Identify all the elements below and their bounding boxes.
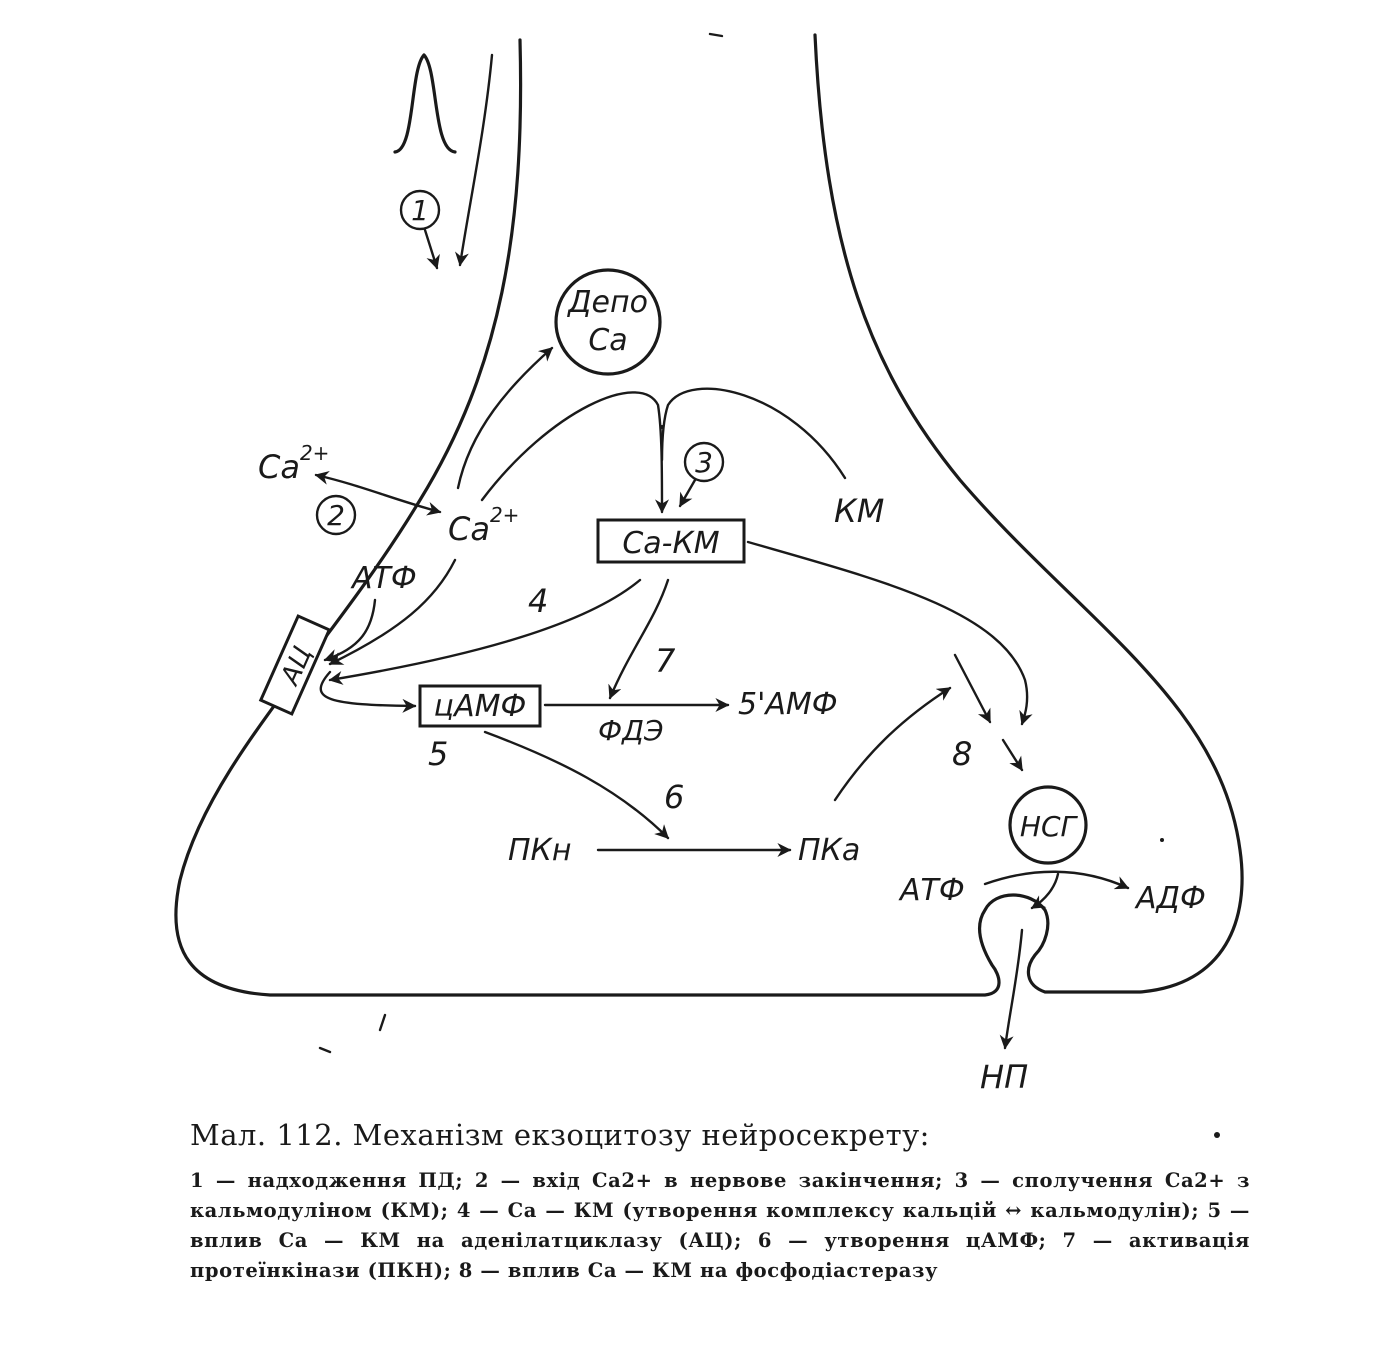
ca-km-label: Са-КМ	[622, 526, 719, 561]
atf-top-label: АТФ	[350, 561, 417, 596]
ac-to-camf-arrow	[319, 670, 417, 713]
atf-to-adf-arrow	[983, 870, 1130, 890]
np-label: НП	[980, 1058, 1028, 1096]
caption-legend: 1 — надходження ПД; 2 — вхід Са2+ в нерв…	[190, 1169, 1250, 1282]
step-1-badge	[399, 189, 441, 231]
step-7-label: 7	[655, 642, 676, 680]
atf-bottom-label: АТФ	[898, 873, 965, 908]
cakm-to-pde-arrow	[608, 578, 670, 700]
step-1-arrow	[423, 228, 440, 270]
calcium-depot-node	[554, 268, 662, 376]
pka-activation-arrow	[833, 686, 952, 802]
ca-to-ac-arrow	[328, 558, 457, 666]
neurosecretion-diagram: 1 Депо Са Са2+ 2 Са2+ 3 КМ Са-КМ АТФ АЦ …	[174, 32, 1244, 1096]
step-6-label: 6	[664, 778, 684, 816]
nerve-ending-outline	[174, 33, 1244, 997]
neurosecretory-granule-node	[1008, 785, 1088, 865]
exocytosis-arrow	[999, 928, 1024, 1050]
ca-outside-label: Са2+	[258, 441, 329, 486]
step-1-label: 1	[411, 194, 429, 227]
scan-speck	[1214, 1132, 1220, 1138]
caption-title: Мал. 112. Механізм екзоцитозу нейросекре…	[190, 1118, 930, 1152]
step-2-label: 2	[327, 499, 345, 532]
step-8-arrow-a	[953, 653, 992, 724]
scan-speck	[318, 1046, 332, 1054]
camf-label: цАМФ	[434, 689, 527, 724]
scan-speck	[1160, 838, 1164, 842]
km-label: КМ	[834, 492, 884, 530]
energy-to-fusion-arrow	[1030, 872, 1060, 910]
scan-speck	[660, 425, 664, 429]
figure-caption: Мал. 112. Механізм екзоцитозу нейросекре…	[190, 1118, 1250, 1286]
step-3-label: 3	[695, 446, 713, 479]
step-5-label: 5	[428, 735, 448, 773]
step-8-arrow-b	[1001, 738, 1024, 772]
amf5-label: 5'АМФ	[738, 687, 838, 722]
adf-label: АДФ	[1134, 881, 1206, 916]
cakm-to-nsg-arrow	[746, 540, 1033, 726]
nsg-label: НСГ	[1020, 810, 1079, 843]
scan-speck	[378, 1013, 387, 1032]
step-8-label: 8	[952, 735, 972, 773]
ca-to-depot-arrow	[456, 346, 554, 490]
ca-inside-label: Са2+	[448, 503, 519, 548]
conduction-arrow	[454, 53, 494, 267]
scan-speck	[708, 32, 724, 38]
ca-entry-arrow	[314, 470, 442, 516]
camf-to-pk-arrow	[483, 730, 670, 840]
step-4-label: 4	[528, 582, 548, 620]
calcium-depot-label-line2: Са	[588, 323, 627, 358]
cakm-to-ac-arrow	[328, 578, 642, 685]
pkn-label: ПКн	[508, 833, 571, 868]
action-potential-spike-icon	[393, 53, 457, 154]
pde-label: ФДЭ	[598, 714, 664, 747]
calcium-depot-label-line1: Депо	[566, 285, 648, 320]
step-3-badge	[683, 441, 725, 483]
adenylate-cyclase-box: АЦ	[258, 614, 332, 716]
ca-km-box	[596, 518, 746, 564]
km-to-cakm-arc	[660, 387, 847, 480]
pka-label: ПКа	[798, 833, 860, 868]
ca-to-cakm-arrow	[480, 391, 669, 514]
step-3-arrow	[678, 478, 697, 508]
camf-box	[418, 684, 542, 728]
